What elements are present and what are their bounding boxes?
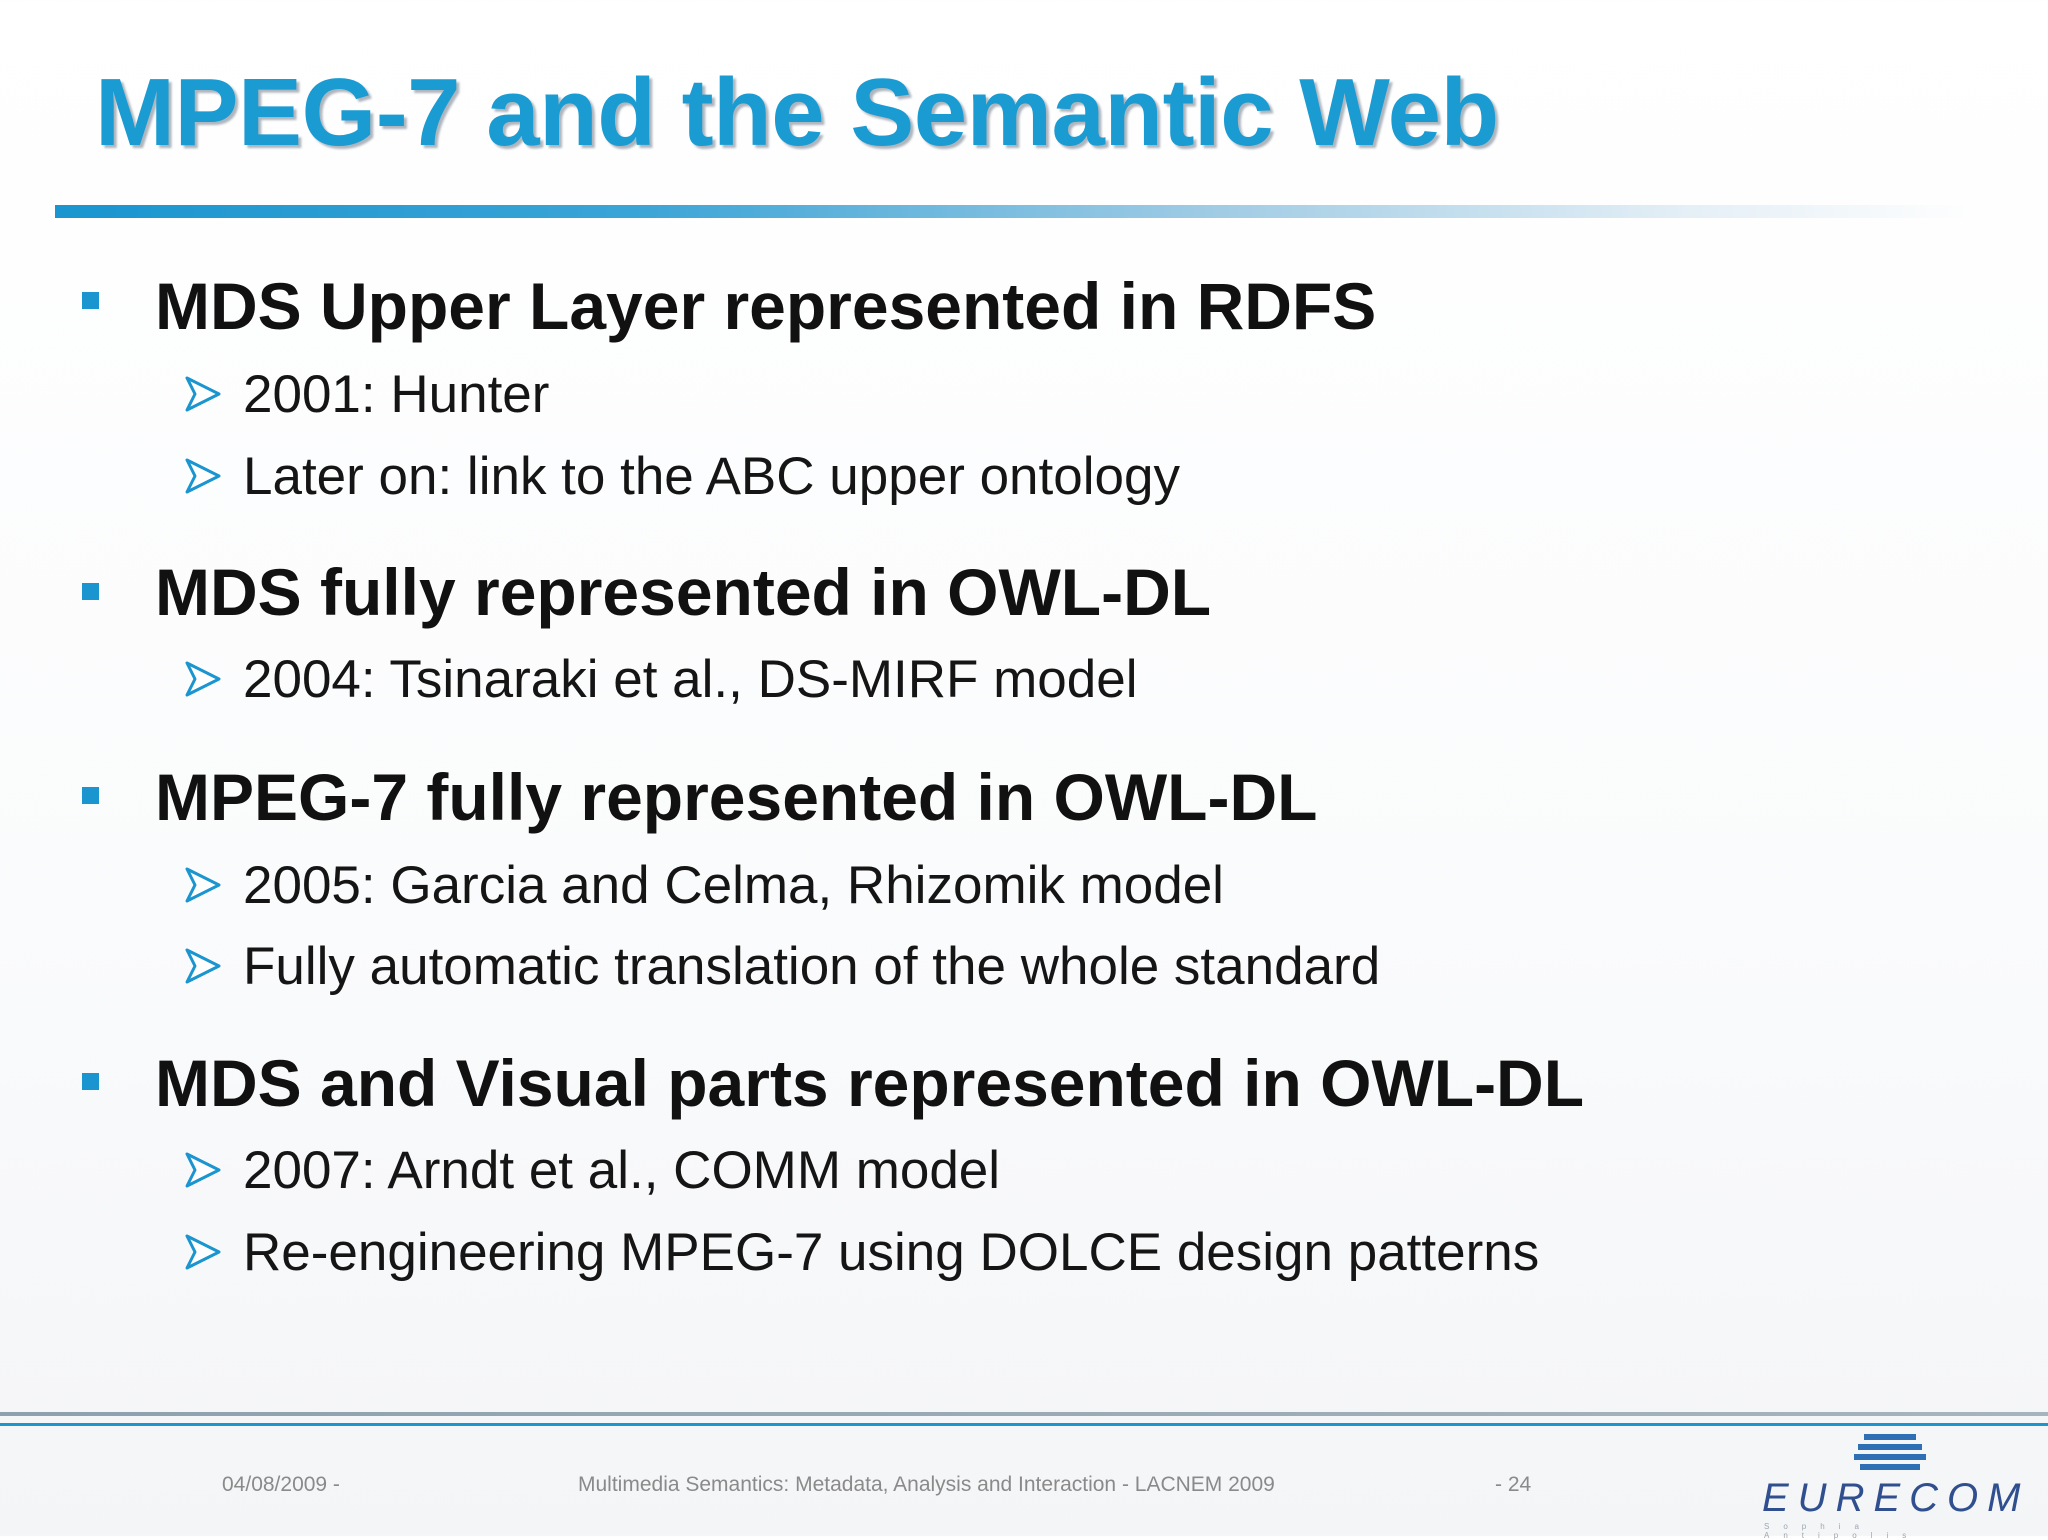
slide-number: - 24 [1495,1473,1532,1496]
arrow-bullet-icon [185,661,221,697]
bullet-item: MPEG-7 fully represented in OWL-DL [155,760,1318,834]
footer-date: 04/08/2009 - [222,1473,340,1496]
footer-divider-accent [0,1423,2048,1426]
bullet-item: MDS and Visual parts represented in OWL-… [155,1046,1585,1120]
sub-bullet-item: 2005: Garcia and Celma, Rhizomik model [243,856,1224,915]
footer-divider [0,1412,2048,1416]
arrow-bullet-icon [185,1152,221,1188]
logo-stripes-icon [1854,1434,1926,1470]
square-bullet-icon [82,583,99,600]
arrow-bullet-icon [185,948,221,984]
sub-bullet-item: 2007: Arndt et al., COMM model [243,1141,1001,1200]
sub-bullet-item: Re-engineering MPEG-7 using DOLCE design… [243,1223,1540,1282]
arrow-bullet-icon [185,867,221,903]
bullet-item: MDS Upper Layer represented in RDFS [155,269,1377,343]
sub-bullet-item: 2004: Tsinaraki et al., DS-MIRF model [243,650,1138,709]
title-underline [55,205,1975,218]
bullet-item: MDS fully represented in OWL-DL [155,555,1212,629]
slide-title: MPEG-7 and the Semantic Web [95,59,1499,166]
square-bullet-icon [82,292,99,309]
sub-bullet-item: 2001: Hunter [243,365,550,424]
sub-bullet-item: Fully automatic translation of the whole… [243,937,1381,996]
eurecom-logo: EURECOM Sophia Antipolis [1762,1430,2020,1540]
square-bullet-icon [82,787,99,804]
arrow-bullet-icon [185,458,221,494]
footer-caption: Multimedia Semantics: Metadata, Analysis… [578,1473,1275,1496]
arrow-bullet-icon [185,1234,221,1270]
logo-tagline: Sophia Antipolis [1764,1522,1921,1540]
square-bullet-icon [82,1073,99,1090]
sub-bullet-item: Later on: link to the ABC upper ontology [243,447,1180,506]
logo-wordmark: EURECOM [1762,1476,2030,1520]
arrow-bullet-icon [185,376,221,412]
